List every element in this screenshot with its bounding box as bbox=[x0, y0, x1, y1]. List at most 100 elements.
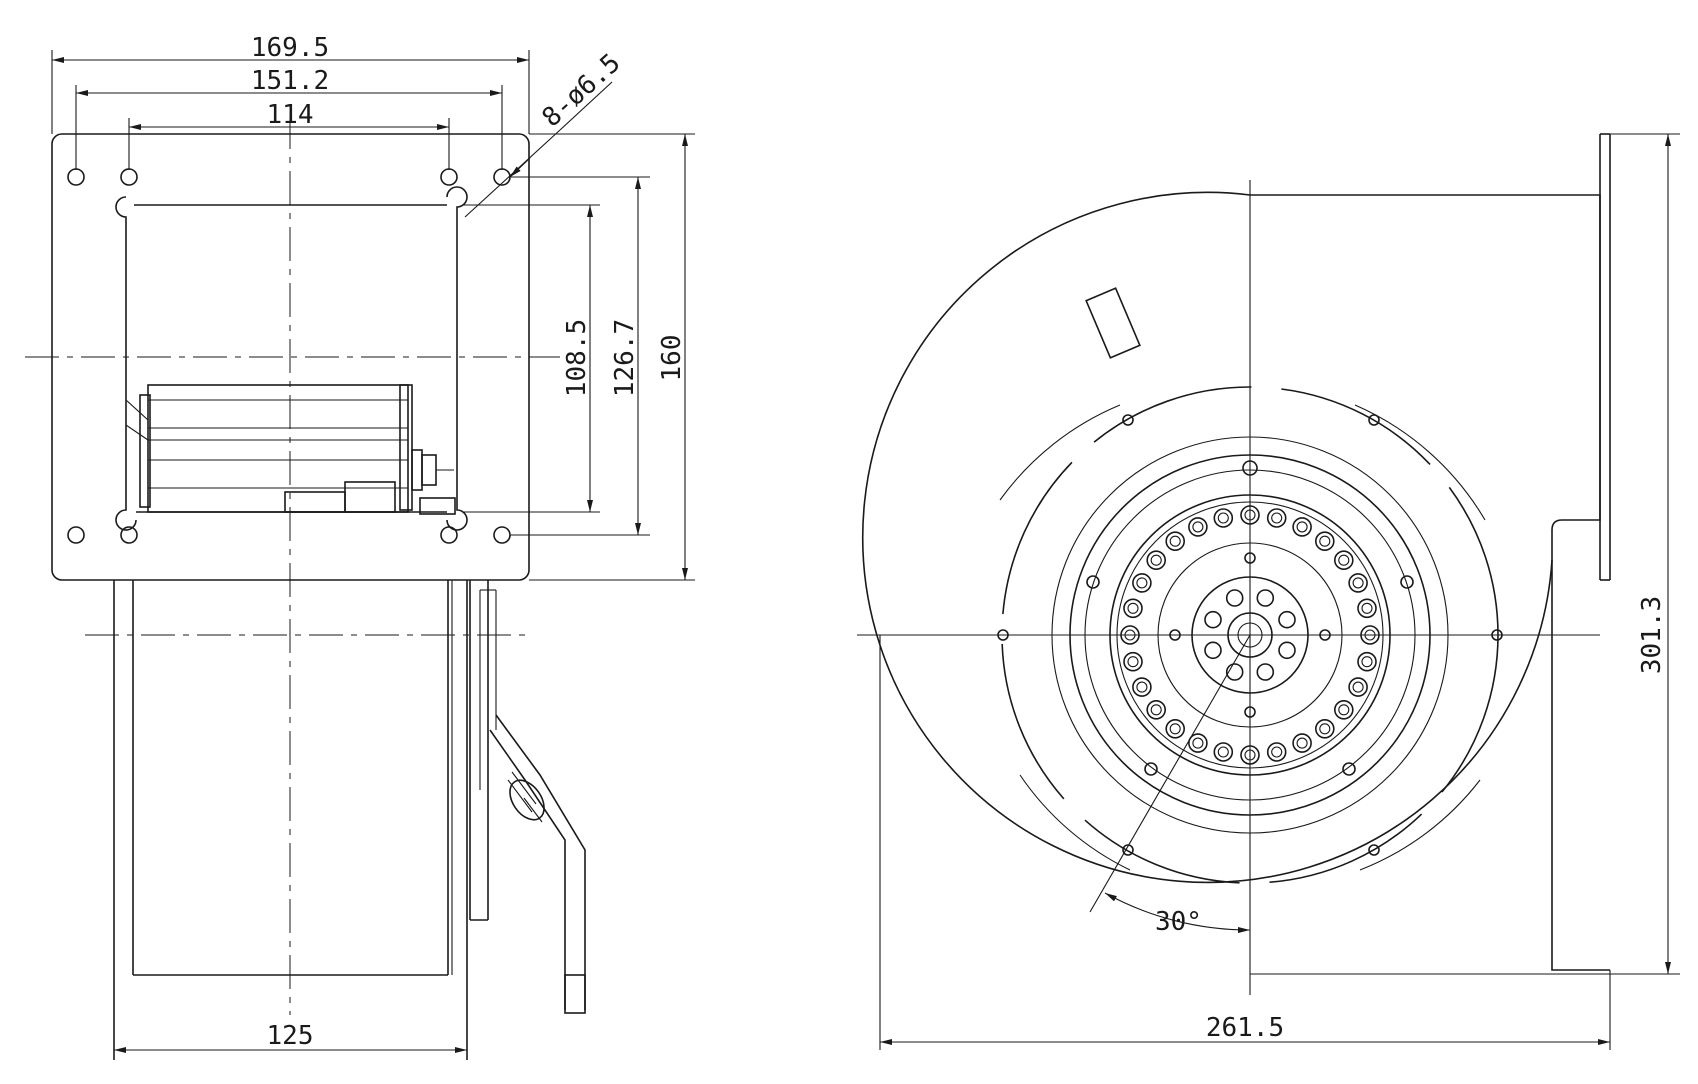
hole-callout: 8-ø6.5 bbox=[464, 48, 627, 218]
rotor-hole-icon bbox=[1213, 742, 1234, 762]
rotor-hole-inner-icon bbox=[1352, 681, 1364, 693]
flange-height-label: 160 bbox=[657, 335, 687, 382]
rotor-holes bbox=[1120, 505, 1380, 765]
rotor-hole-inner-icon bbox=[1169, 723, 1181, 735]
rotor-hole-icon bbox=[1266, 508, 1287, 528]
label-plate bbox=[1085, 287, 1141, 359]
rotor-hole-inner-icon bbox=[1338, 554, 1350, 566]
rotor-hole-inner-icon bbox=[1192, 521, 1204, 533]
hole-spacing-outer-label: 151.2 bbox=[251, 66, 329, 96]
rotor-hole-inner-icon bbox=[1352, 577, 1364, 589]
rotor-hole-icon bbox=[1292, 733, 1312, 753]
rotor-hole-inner-icon bbox=[1296, 521, 1308, 533]
rotor-hole-icon bbox=[1123, 651, 1143, 672]
cable bbox=[489, 714, 586, 1014]
hub-hole-icon bbox=[1256, 663, 1275, 681]
rotor-hole-inner-icon bbox=[1127, 656, 1139, 668]
rotor-hole-inner-icon bbox=[1217, 512, 1229, 524]
rotor-hole-icon bbox=[1188, 733, 1208, 753]
rotor-hole-inner-icon bbox=[1296, 737, 1308, 749]
front-right-dimensions: 108.5 126.7 160 bbox=[462, 133, 695, 581]
hub-hole-icon bbox=[1256, 589, 1275, 607]
rotor-hole-inner-icon bbox=[1361, 602, 1373, 614]
rotor-hole-inner-icon bbox=[1127, 602, 1139, 614]
rotor-hole-icon bbox=[1146, 699, 1166, 720]
hole-icon bbox=[1086, 575, 1100, 589]
rotor-hole-inner-icon bbox=[1319, 723, 1331, 735]
rotor-hole-icon bbox=[1334, 699, 1354, 720]
mounting-holes bbox=[67, 168, 511, 544]
hole-icon bbox=[67, 526, 85, 544]
rotor-hole-icon bbox=[1132, 573, 1152, 593]
rotor-hole-icon bbox=[1123, 598, 1143, 619]
rotor-hole-icon bbox=[1357, 651, 1377, 672]
rotor-hole-inner-icon bbox=[1319, 535, 1331, 547]
rotor-hole-icon bbox=[1266, 742, 1287, 762]
opening-height-label: 108.5 bbox=[562, 319, 592, 397]
hole-icon bbox=[1368, 844, 1380, 856]
motor-assembly bbox=[125, 384, 456, 515]
mount-holes-label: 8-ø6.5 bbox=[537, 48, 627, 133]
inlet-opening bbox=[115, 186, 468, 531]
hub-hole-icon bbox=[1204, 641, 1222, 660]
hub-hole-icon bbox=[1278, 610, 1296, 629]
flange-width-label: 169.5 bbox=[251, 33, 329, 63]
housing-width-label: 125 bbox=[267, 1021, 314, 1051]
side-view: 30° 261.5 301.3 bbox=[857, 133, 1680, 1050]
hole-icon bbox=[1342, 762, 1356, 776]
front-top-dimensions: 169.5 151.2 114 bbox=[51, 33, 530, 170]
hole-icon bbox=[120, 526, 138, 544]
hole-icon bbox=[1122, 414, 1134, 426]
rotor-hole-icon bbox=[1357, 598, 1377, 619]
hub-holes bbox=[1204, 589, 1296, 681]
hole-icon bbox=[1368, 414, 1380, 426]
hole-spacing-inner-label: 114 bbox=[267, 100, 314, 130]
rotor-hole-icon bbox=[1188, 517, 1208, 537]
hole-icon bbox=[1122, 844, 1134, 856]
rotor-hole-inner-icon bbox=[1136, 681, 1148, 693]
rotor-hole-inner-icon bbox=[1271, 746, 1283, 758]
outlet-flange bbox=[1551, 133, 1611, 971]
overall-height-label: 301.3 bbox=[1637, 596, 1667, 674]
hole-icon bbox=[1400, 575, 1414, 589]
rotor-hole-inner-icon bbox=[1150, 554, 1162, 566]
hub-hole-icon bbox=[1225, 663, 1244, 681]
angle-label: 30° bbox=[1155, 907, 1202, 937]
angle-dimension: 30° bbox=[1104, 892, 1251, 937]
rotor-hole-icon bbox=[1165, 718, 1185, 739]
rotor-hole-icon bbox=[1315, 531, 1335, 552]
hole-icon bbox=[67, 168, 85, 186]
overall-width-label: 261.5 bbox=[1206, 1013, 1284, 1043]
side-width-dimension: 261.5 bbox=[879, 635, 1611, 1050]
rotor-hole-inner-icon bbox=[1136, 577, 1148, 589]
side-centerlines bbox=[857, 180, 1600, 995]
hub-hole-icon bbox=[1204, 610, 1222, 629]
hole-icon bbox=[493, 526, 511, 544]
housing-body bbox=[113, 580, 497, 1060]
rotor-hole-inner-icon bbox=[1217, 746, 1229, 758]
rotor-hole-icon bbox=[1315, 718, 1335, 739]
rotor-hole-inner-icon bbox=[1338, 704, 1350, 716]
hole-spacing-vertical-label: 126.7 bbox=[610, 319, 640, 397]
rotor-hole-icon bbox=[1146, 550, 1166, 571]
front-view: 169.5 151.2 114 8-ø6.5 108.5 126.7 160 bbox=[25, 33, 695, 1060]
side-height-dimension: 301.3 bbox=[1250, 133, 1680, 975]
rotor-hole-inner-icon bbox=[1271, 512, 1283, 524]
rotor-hole-inner-icon bbox=[1169, 535, 1181, 547]
rotor-hole-icon bbox=[1334, 550, 1354, 571]
front-centerlines bbox=[25, 115, 560, 1015]
hole-icon bbox=[1144, 762, 1158, 776]
hub-hole-icon bbox=[1225, 589, 1244, 607]
hole-icon bbox=[120, 168, 138, 186]
rotor-hole-inner-icon bbox=[1192, 737, 1204, 749]
hole-icon bbox=[440, 526, 458, 544]
rotor-hole-inner-icon bbox=[1361, 656, 1373, 668]
rotor-hole-icon bbox=[1348, 677, 1368, 697]
rotor-hole-icon bbox=[1213, 508, 1234, 528]
front-bottom-dimension: 125 bbox=[114, 1021, 467, 1053]
rotor-hole-icon bbox=[1292, 517, 1312, 537]
rotor-hole-icon bbox=[1348, 573, 1368, 593]
rotor-hole-icon bbox=[1165, 531, 1185, 552]
rotor-hole-inner-icon bbox=[1150, 704, 1162, 716]
